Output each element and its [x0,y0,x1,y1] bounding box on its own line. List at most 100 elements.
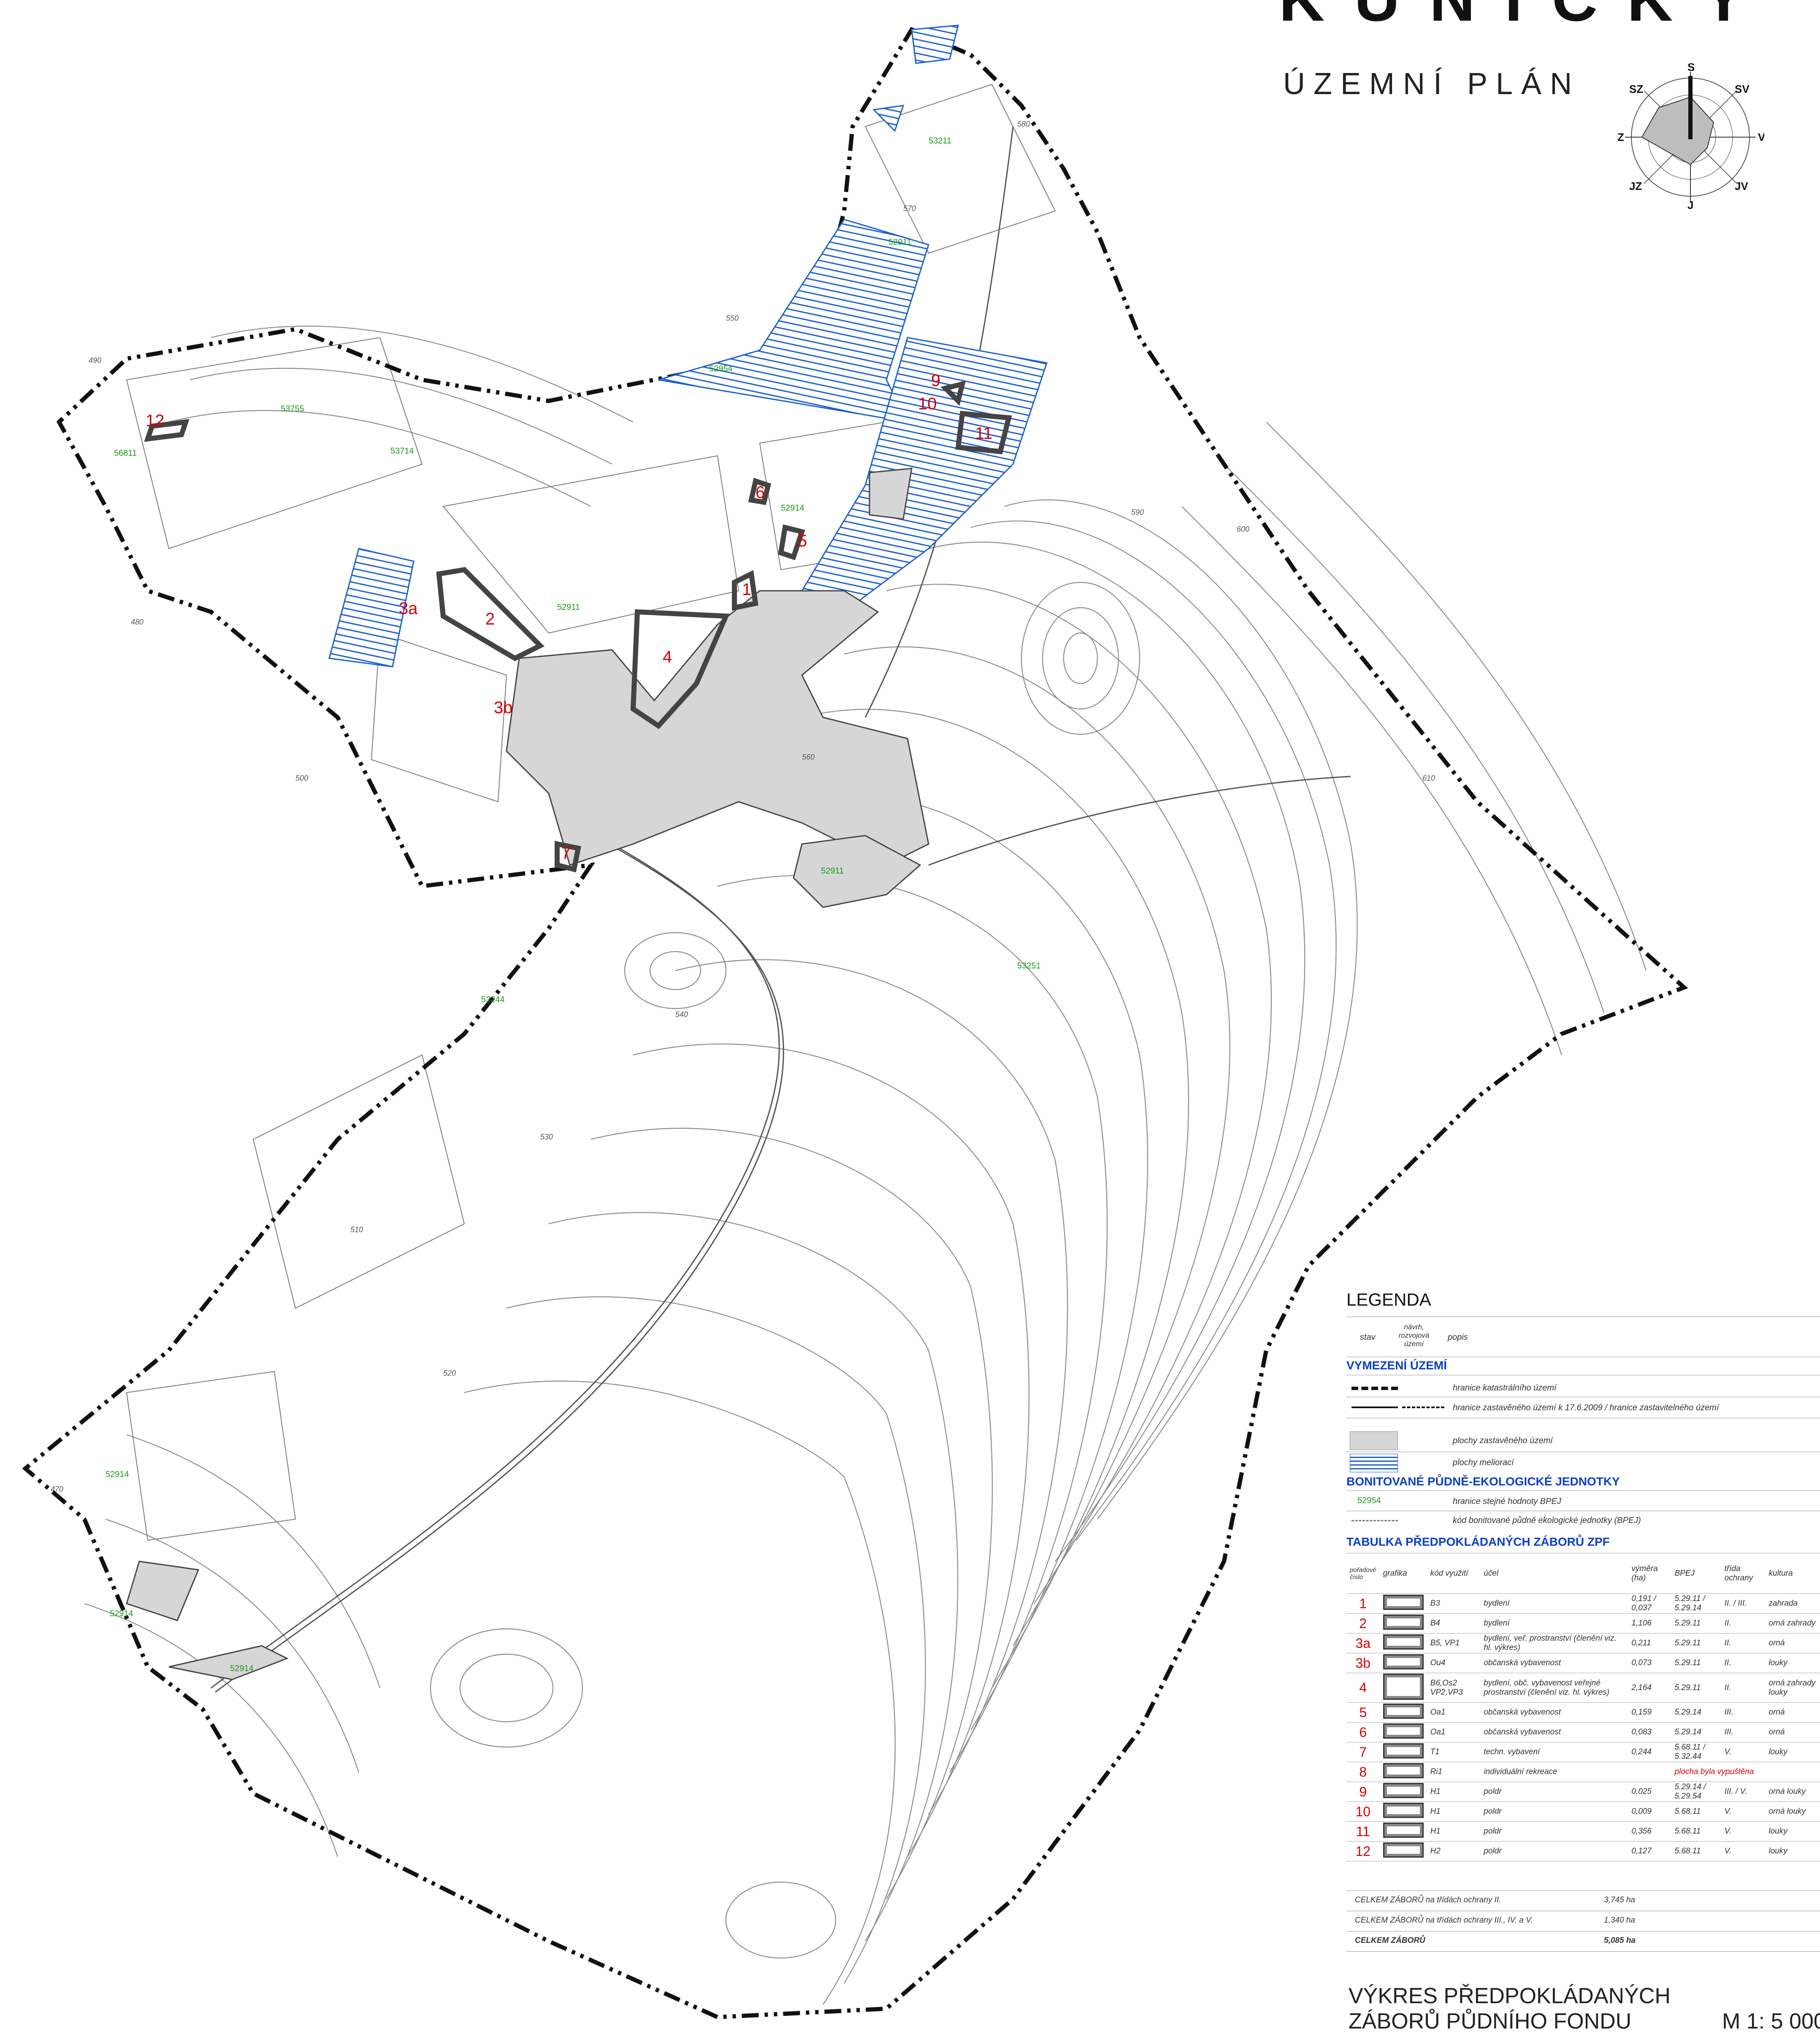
row-num: 8 [1346,1762,1380,1782]
elevation-label: 470 [51,1485,63,1493]
row-kultura: louky [1765,1742,1820,1762]
bpej-code: 52954 [709,364,733,373]
row-num: 6 [1346,1722,1380,1742]
row-kultura: louky [1765,1653,1820,1673]
compass-label: J [1687,199,1693,211]
row-vymera: 0,083 [1628,1722,1671,1742]
row-vymera [1628,1762,1671,1782]
row-num: 9 [1346,1782,1380,1802]
row-bpej: 5.68.11 [1671,1801,1721,1822]
area-labels: 1 2 3a 3b 4 5 6 7 9 10 11 12 [146,371,993,863]
row-vymera: 2,164 [1628,1673,1671,1703]
legend-panel: LEGENDA stav návrh, rozvojová území popi… [1342,1283,1820,1975]
bpej-code: 53714 [390,446,414,456]
bpej-code: 52911 [888,238,911,247]
row-kultura: orná louky [1765,1782,1820,1802]
legend-col-stav: stav [1360,1333,1376,1342]
row-graphic [1379,1653,1427,1673]
row-kod: H2 [1427,1841,1481,1861]
compass-label: SZ [1629,83,1643,95]
row-num: 3b [1346,1653,1380,1673]
row-kod: Oa1 [1427,1722,1481,1742]
row-trida: III. [1721,1722,1766,1742]
row-num: 12 [1346,1841,1380,1861]
row-bpej: 5.29.14 [1671,1722,1721,1742]
elevation-label: 510 [350,1225,363,1234]
row-kod: B5, VP1 [1427,1633,1481,1653]
legend-item-plochy-zast: plochy zastavěného území [1453,1436,1553,1445]
header-trida: třída ochrany [1721,1553,1766,1594]
compass-label: S [1687,63,1695,73]
area-label: 9 [931,371,940,390]
header-bpej: BPEJ [1671,1553,1721,1594]
bpej-code: 52914 [110,1609,133,1618]
row-vymera: 0,244 [1628,1742,1671,1762]
row-bpej: 5.29.14 / 5.29.54 [1671,1782,1721,1802]
total-class-3-5-value: 1,340 ha [1604,1916,1635,1925]
map-subtitle: ÚZEMNÍ PLÁN [1283,67,1581,101]
row-kultura: louky [1765,1821,1820,1842]
area-label: 7 [561,844,571,863]
row-kod: B6,Os2 VP2,VP3 [1427,1673,1481,1703]
area-label: 4 [663,648,672,666]
row-trida: II. [1721,1673,1766,1703]
row-trida: II. [1721,1653,1766,1673]
elevation-label: 480 [131,618,144,626]
row-trida: V. [1721,1801,1766,1822]
legend-symbol-built-boundary [1351,1406,1398,1408]
row-vymera: 0,159 [1628,1702,1671,1723]
legend-section-bpej: BONITOVANÉ PŮDNĚ-EKOLOGICKÉ JEDNOTKY [1346,1475,1620,1488]
melioration-areas [328,24,1048,668]
row-num: 7 [1346,1742,1380,1762]
total-class-2-label: CELKEM ZÁBORŮ na třídách ochrany II. [1355,1896,1501,1904]
elevation-label: 490 [89,356,101,365]
legend-symbol-bpej-boundary [1351,1520,1398,1521]
row-vymera: 0,073 [1628,1653,1671,1673]
row-ucel: techn. vybavení [1480,1742,1628,1762]
row-num: 2 [1346,1613,1380,1634]
row-trida: II. [1721,1613,1766,1634]
row-kultura: orná [1765,1702,1820,1723]
header-kod: kód využití [1427,1553,1481,1594]
row-trida: V. [1721,1742,1766,1762]
elevation-label: 500 [295,774,308,782]
row-bpej: 5.29.11 [1671,1673,1721,1703]
legend-section-tabulka: TABULKA PŘEDPOKLÁDANÝCH ZÁBORŮ ZPF [1346,1535,1610,1548]
row-trida: II. [1721,1633,1766,1653]
legend-item-hranice-kat: hranice katastrálního území [1453,1383,1557,1393]
elevation-label: 560 [802,753,815,761]
legend-section-vymezeni: VYMEZENÍ ÚZEMÍ [1346,1359,1447,1372]
row-kultura: louky [1765,1841,1820,1861]
elevation-label: 520 [443,1369,456,1377]
row-kod: Ou4 [1427,1653,1481,1673]
legend-title: LEGENDA [1346,1290,1431,1309]
row-kod: H1 [1427,1821,1481,1842]
row-graphic [1379,1801,1427,1822]
row-ucel: poldr [1480,1841,1628,1861]
row-graphic [1379,1841,1427,1861]
area-label: 3b [494,698,513,717]
row-graphic [1379,1633,1427,1653]
bpej-codes: 53211 52954 52911 52914 53714 53755 5681… [106,136,1041,1673]
compass-label: JZ [1629,180,1642,192]
elevation-labels: 580 570 560 550 540 530 520 510 500 490 … [51,120,1435,1493]
row-graphic [1379,1821,1427,1842]
bpej-code: 56811 [114,449,137,458]
area-label: 12 [146,411,165,430]
row-num: 1 [1346,1593,1380,1614]
zpf-table: pořadové číslo grafika kód využití účel … [1346,1553,1820,1861]
row-trida: V. [1721,1821,1766,1842]
area-label: 6 [756,483,765,502]
legend-item-hranice-bpej: hranice stejné hodnoty BPEJ [1453,1497,1561,1506]
legend-col-popis: popis [1448,1333,1468,1342]
bpej-code: 53244 [481,995,505,1004]
row-bpej: 5.29.11 [1671,1633,1721,1653]
compass-label: SV [1735,83,1750,95]
